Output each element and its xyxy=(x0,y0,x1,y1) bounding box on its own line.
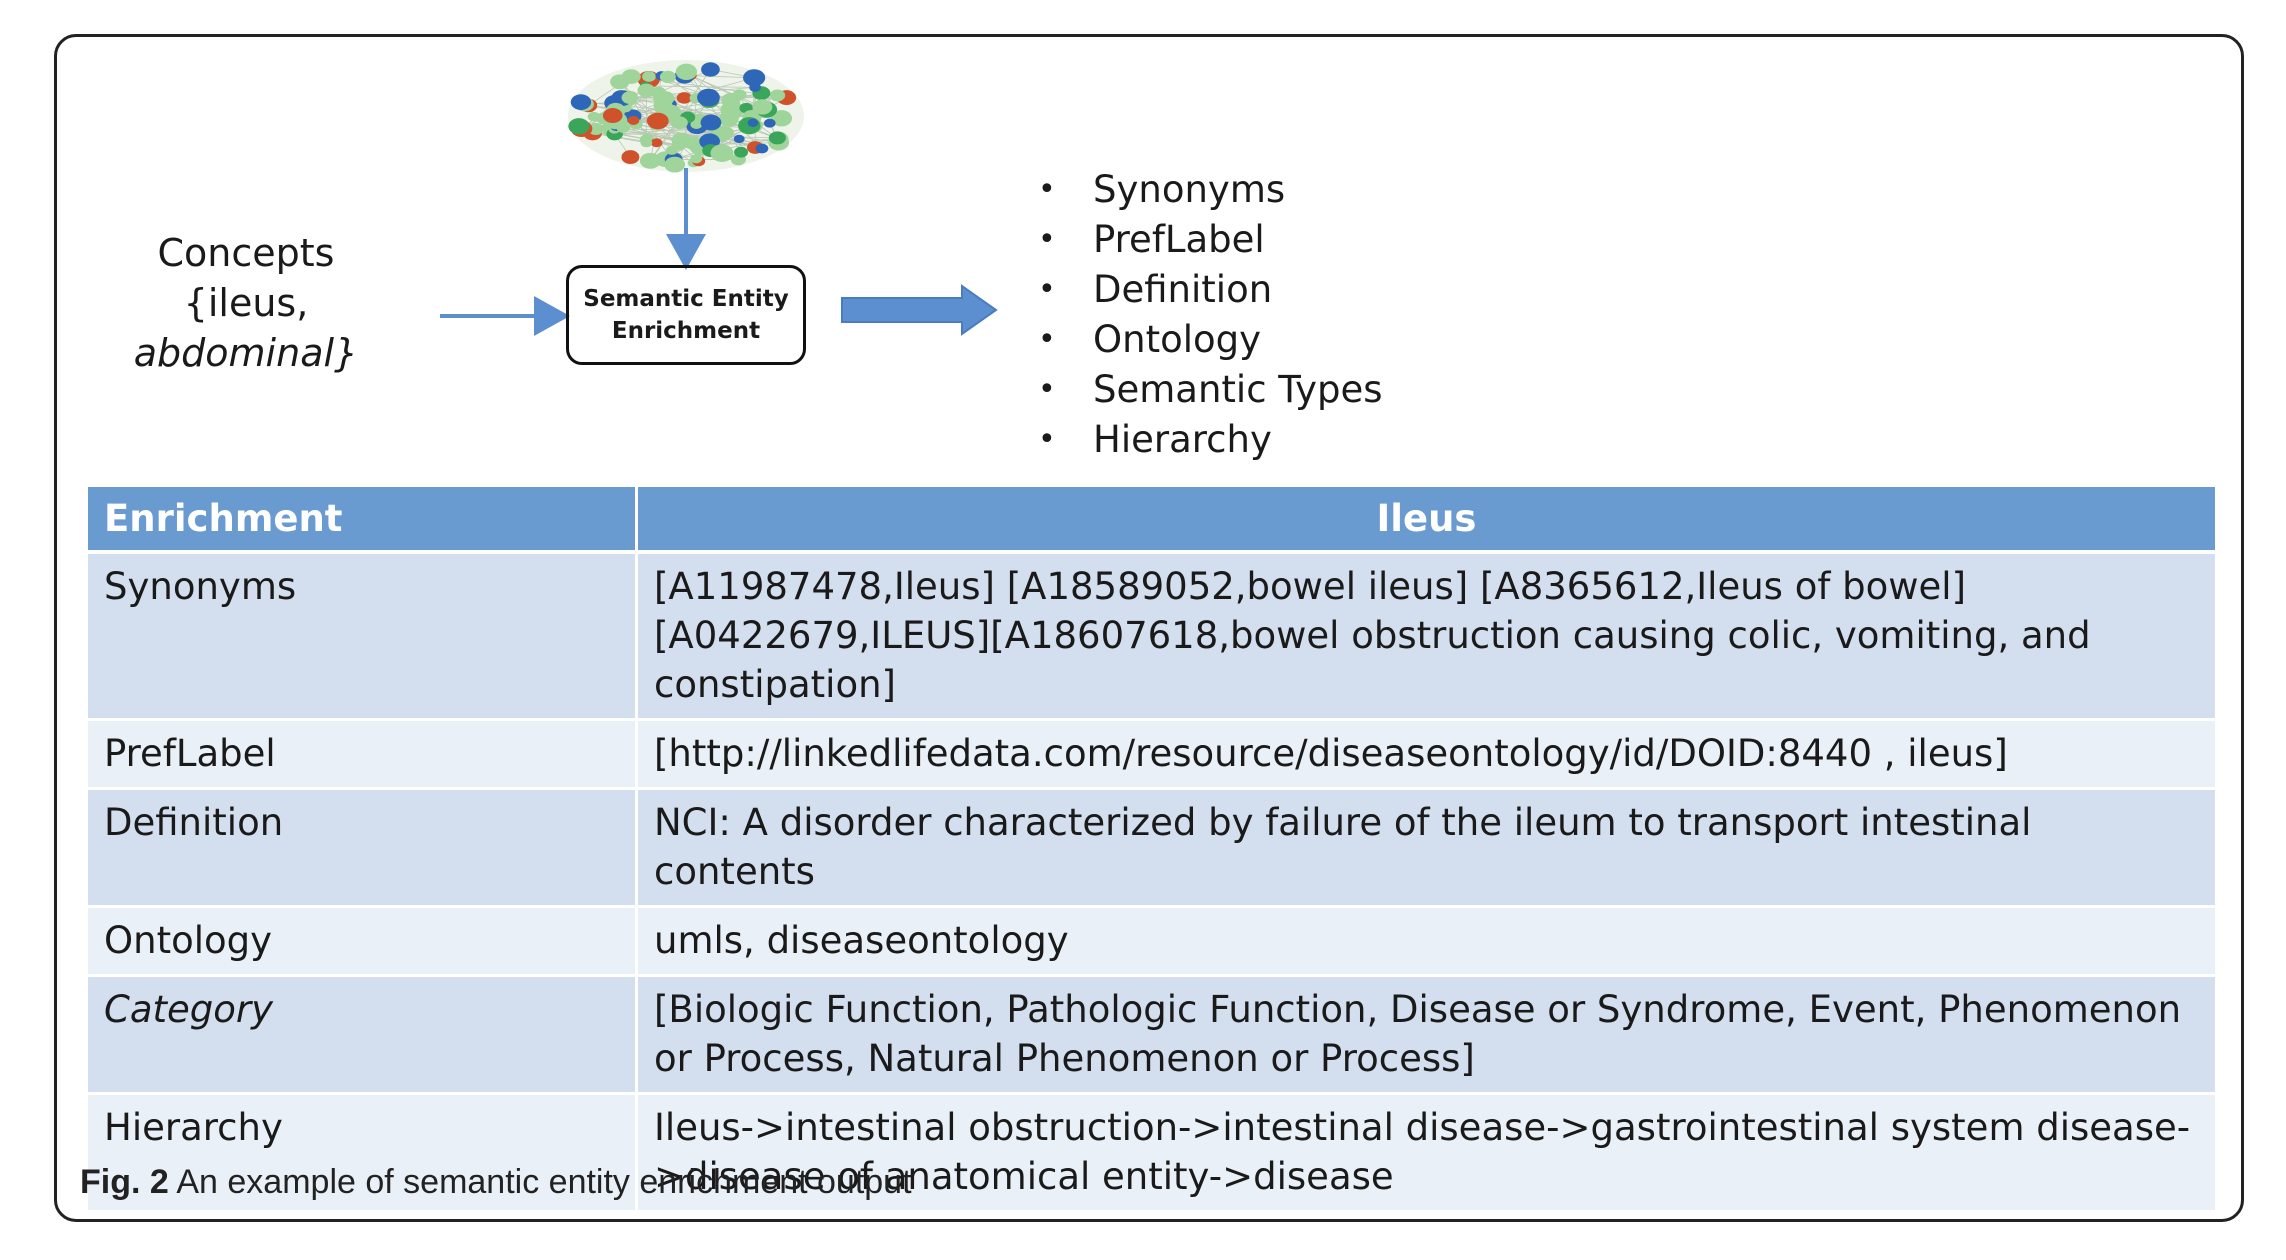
enrichment-table: Enrichment Ileus Synonyms [A11987478,Ile… xyxy=(88,487,2218,1213)
row-value: [A11987478,Ileus] [A18589052,bowel ileus… xyxy=(636,552,2218,721)
row-value: [Biologic Function, Pathologic Function,… xyxy=(636,975,2218,1095)
bullet-icon: • xyxy=(1038,222,1056,257)
row-label: Synonyms xyxy=(88,552,638,721)
table-row: Synonyms [A11987478,Ileus] [A18589052,bo… xyxy=(88,552,2218,721)
box-line-2: Enrichment xyxy=(611,318,761,344)
enrichment-diagram: Concepts {ileus, abdominal} Semantic Ent… xyxy=(0,0,2286,490)
table-header-row: Enrichment Ileus xyxy=(88,487,2218,554)
bullet-icon: • xyxy=(1038,422,1056,457)
row-label: Ontology xyxy=(88,906,638,977)
table-row: Ontology umls, diseaseontology xyxy=(88,906,2218,977)
concepts-list: {ileus, abdominal} xyxy=(76,278,416,378)
output-block-arrow xyxy=(841,284,998,336)
concepts-plain-text: {ileus, xyxy=(183,281,309,325)
caption-text: An example of semantic entity enrichment… xyxy=(168,1163,912,1201)
concepts-label: Concepts xyxy=(157,231,335,275)
row-label: Category xyxy=(88,975,638,1095)
output-item-label: Semantic Types xyxy=(1093,368,1383,411)
concepts-italic-text: abdominal} xyxy=(133,331,359,375)
output-list: • Synonyms • PrefLabel • Definition • Ontolo… xyxy=(1038,165,1383,465)
network-graph-icon xyxy=(568,60,804,173)
output-item-label: Definition xyxy=(1093,268,1273,311)
table-row: PrefLabel [http://linkedlifedata.com/res… xyxy=(88,719,2218,790)
output-item: • Semantic Types xyxy=(1038,365,1383,415)
concepts-input: Concepts {ileus, abdominal} xyxy=(76,228,416,378)
row-label: Definition xyxy=(88,788,638,908)
header-enrichment: Enrichment xyxy=(88,487,638,554)
row-value: umls, diseaseontology xyxy=(636,906,2218,977)
row-label: PrefLabel xyxy=(88,719,638,790)
header-ileus: Ileus xyxy=(636,487,2218,554)
diagram-canvas xyxy=(440,60,998,336)
row-value: Ileus->intestinal obstruction->intestina… xyxy=(636,1093,2218,1213)
row-value: NCI: A disorder characterized by failure… xyxy=(636,788,2218,908)
table-row: Category [Biologic Function, Pathologic … xyxy=(88,975,2218,1095)
bullet-icon: • xyxy=(1038,272,1056,307)
bullet-icon: • xyxy=(1038,372,1056,407)
output-item: • Definition xyxy=(1038,265,1383,315)
output-item-label: Synonyms xyxy=(1093,168,1286,211)
output-item: • Hierarchy xyxy=(1038,415,1383,465)
output-item-label: Ontology xyxy=(1093,318,1262,361)
caption-label: Fig. 2 xyxy=(80,1163,169,1201)
output-item: • PrefLabel xyxy=(1038,215,1383,265)
table-row: Hierarchy Ileus->intestinal obstruction-… xyxy=(88,1093,2218,1213)
output-item: • Ontology xyxy=(1038,315,1383,365)
output-item: • Synonyms xyxy=(1038,165,1383,215)
row-value: [http://linkedlifedata.com/resource/dise… xyxy=(636,719,2218,790)
bullet-icon: • xyxy=(1038,172,1056,207)
bullet-icon: • xyxy=(1038,322,1056,357)
figure-frame xyxy=(54,34,2244,1222)
figure-caption: Fig. 2 An example of semantic entity enr… xyxy=(80,1163,912,1202)
semantic-entity-enrichment-box: Semantic Entity Enrichment xyxy=(566,265,806,365)
box-line-1: Semantic Entity xyxy=(583,286,789,312)
table-row: Definition NCI: A disorder characterized… xyxy=(88,788,2218,908)
row-label: Hierarchy xyxy=(88,1093,638,1213)
output-item-label: PrefLabel xyxy=(1093,218,1265,261)
output-item-label: Hierarchy xyxy=(1093,418,1272,461)
